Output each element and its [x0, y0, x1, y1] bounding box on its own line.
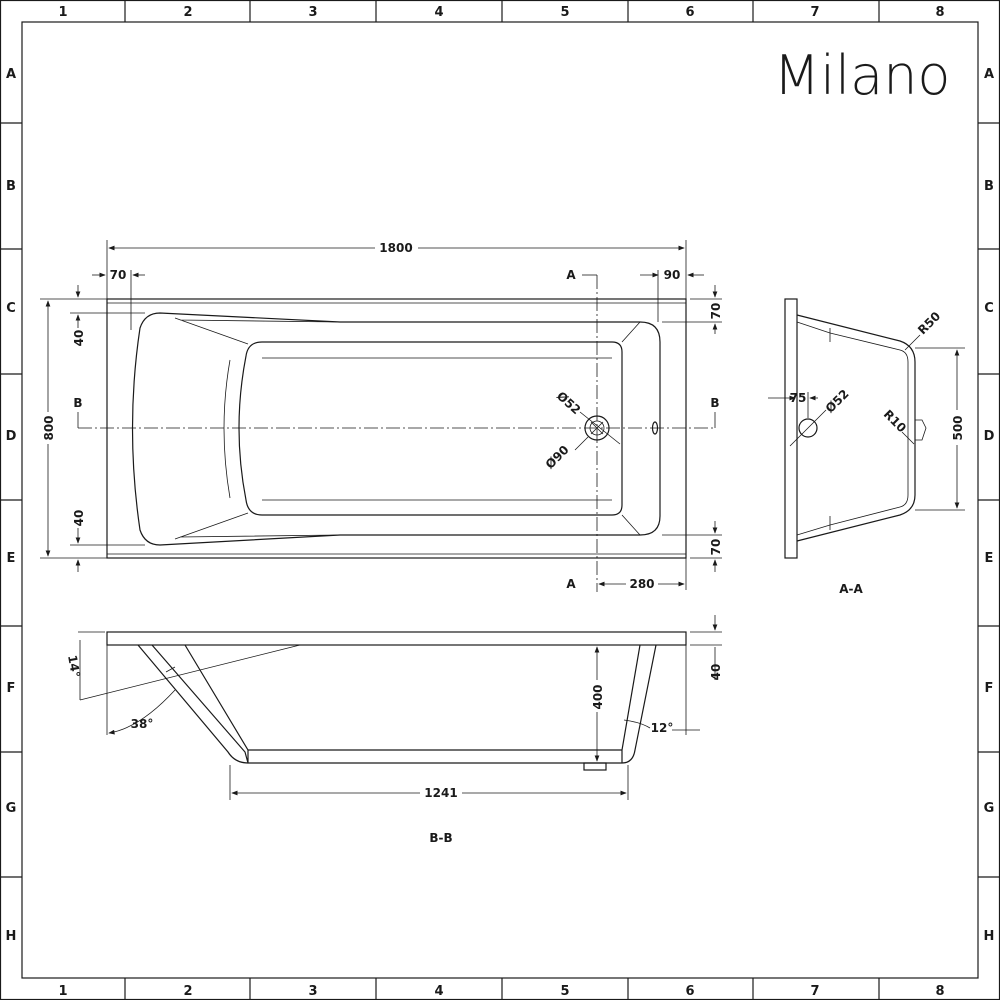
dim-waste-offset: 280: [629, 577, 654, 591]
col-label: 5: [560, 5, 569, 20]
section-bb-label: B-B: [429, 831, 452, 845]
plan-view: 1800 70 A A 90 280 800 40 40 70 70 B B Ø…: [40, 240, 723, 592]
dim-rim-thickness: 40: [709, 664, 723, 681]
section-a-marker: A: [566, 268, 576, 282]
col-label: 4: [434, 5, 443, 20]
row-label: H: [6, 929, 17, 944]
angle-foot: 12°: [651, 721, 674, 735]
section-bb-view: 14° 38° 12° 400 40 1241 B-B: [65, 615, 723, 845]
row-label: A: [984, 67, 994, 82]
col-label: 2: [183, 5, 192, 20]
col-label: 7: [810, 984, 819, 999]
dim-headrest-bottom: 40: [72, 510, 86, 527]
dim-left-rim: 70: [110, 268, 127, 282]
dim-waste-outer: Ø90: [543, 443, 572, 472]
col-label: 1: [58, 984, 67, 999]
section-b-marker: B: [73, 396, 82, 410]
row-label: H: [984, 929, 995, 944]
dim-waste-inner: Ø52: [554, 389, 583, 417]
brand-logo: Milano: [774, 44, 951, 107]
row-label: D: [984, 429, 995, 444]
dim-radius-top: R50: [915, 309, 943, 337]
dim-depth: 400: [591, 684, 605, 709]
dim-headrest-top: 40: [72, 330, 86, 347]
dim-bottom-rim: 70: [709, 539, 723, 556]
dim-section-depth: 500: [951, 415, 965, 440]
row-label: F: [985, 681, 994, 696]
section-b-marker: B: [710, 396, 719, 410]
row-label: E: [985, 551, 994, 566]
col-label: 3: [308, 984, 317, 999]
dim-radius-small: R10: [881, 407, 909, 435]
row-label: C: [6, 301, 16, 316]
col-label: 3: [308, 5, 317, 20]
section-a-marker: A: [566, 577, 576, 591]
dim-overflow-dia: Ø52: [823, 387, 852, 416]
row-label: C: [984, 301, 994, 316]
dim-width: 800: [42, 415, 56, 440]
row-label: E: [7, 551, 16, 566]
col-label: 1: [58, 5, 67, 20]
col-label: 8: [935, 984, 944, 999]
row-label: B: [984, 179, 994, 194]
col-label: 5: [560, 984, 569, 999]
dim-length: 1800: [379, 241, 412, 255]
row-label: D: [6, 429, 17, 444]
row-label: A: [6, 67, 16, 82]
col-label: 2: [183, 984, 192, 999]
col-label: 6: [685, 984, 694, 999]
dim-right-rim: 90: [664, 268, 681, 282]
row-label: B: [6, 179, 16, 194]
col-label: 4: [434, 984, 443, 999]
dim-overflow-offset: 75: [790, 391, 807, 405]
section-aa-label: A-A: [839, 582, 863, 596]
col-label: 7: [810, 5, 819, 20]
dim-floor-length: 1241: [424, 786, 457, 800]
row-label: F: [7, 681, 16, 696]
angle-head: 38°: [131, 717, 154, 731]
row-label: G: [984, 801, 995, 816]
col-label: 8: [935, 5, 944, 20]
section-aa-view: 500 75 Ø52 R50 R10 A-A: [768, 298, 965, 596]
col-label: 6: [685, 5, 694, 20]
angle-back: 14°: [65, 654, 83, 679]
row-label: G: [6, 801, 17, 816]
dim-top-rim: 70: [709, 303, 723, 320]
